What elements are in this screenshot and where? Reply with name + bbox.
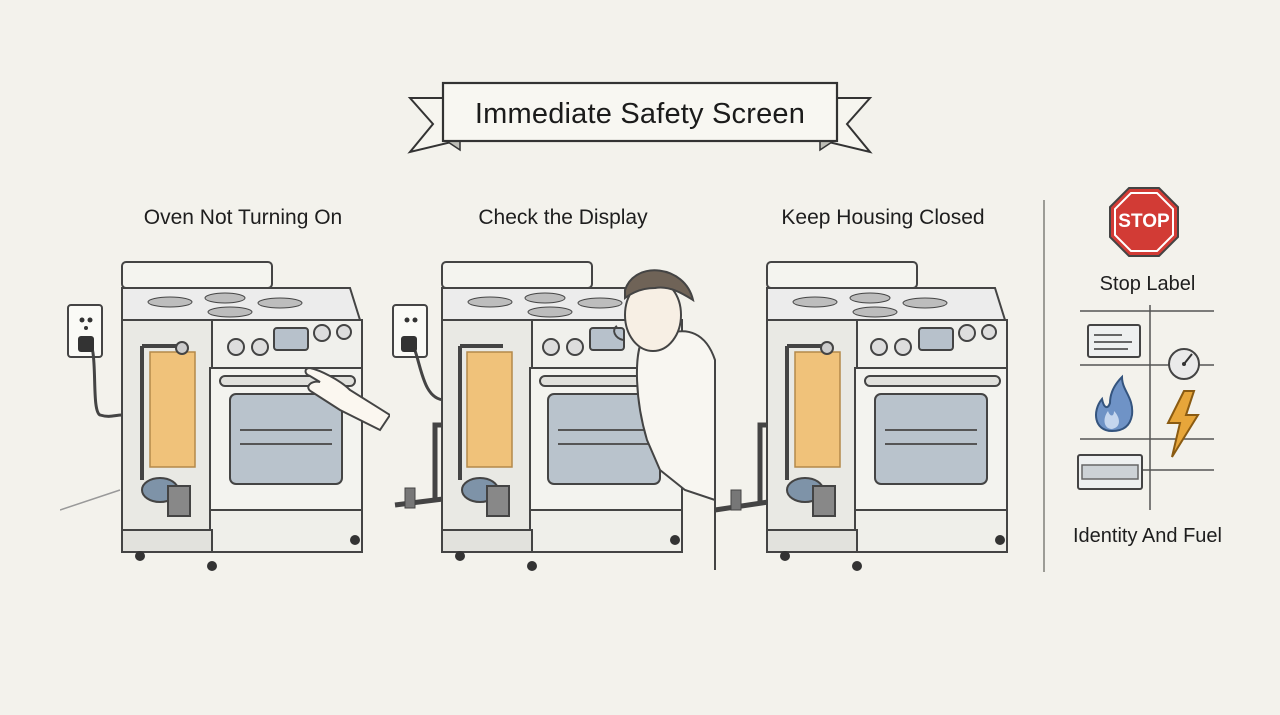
page-title: Immediate Safety Screen [474, 97, 806, 130]
wall-outlet-icon [392, 304, 446, 402]
title-banner: Immediate Safety Screen [405, 78, 875, 158]
wall-outlet-icon [67, 304, 123, 418]
stop-sign-text: STOP [1118, 211, 1170, 232]
hand-pressing-display-icon [304, 366, 392, 432]
identity-fuel-grid [1077, 305, 1214, 510]
lightning-icon [1166, 390, 1200, 458]
scene-keep-housing-closed [705, 240, 1025, 585]
panel-title-keep-housing-closed: Keep Housing Closed [781, 206, 985, 229]
man-inspecting-icon [613, 269, 716, 570]
scene-check-display [385, 240, 725, 585]
oven-illustration [121, 261, 363, 571]
sidebar-divider [1043, 200, 1045, 572]
flame-icon [1095, 374, 1134, 433]
rating-label-icon [1087, 324, 1141, 358]
stop-label: Stop Label [1099, 273, 1196, 295]
scene-oven-not-turning-on [59, 240, 392, 585]
gauge-icon [1168, 348, 1200, 380]
panel-title-check-display: Check the Display [478, 206, 648, 229]
panel-title-oven-not-turning-on: Oven Not Turning On [143, 206, 343, 229]
ribbon-shape [407, 81, 873, 154]
stop-sign-icon [1109, 187, 1179, 257]
oven-illustration [766, 261, 1008, 571]
identity-and-fuel-label: Identity And Fuel [1073, 525, 1222, 547]
nameplate-icon [1077, 454, 1143, 490]
